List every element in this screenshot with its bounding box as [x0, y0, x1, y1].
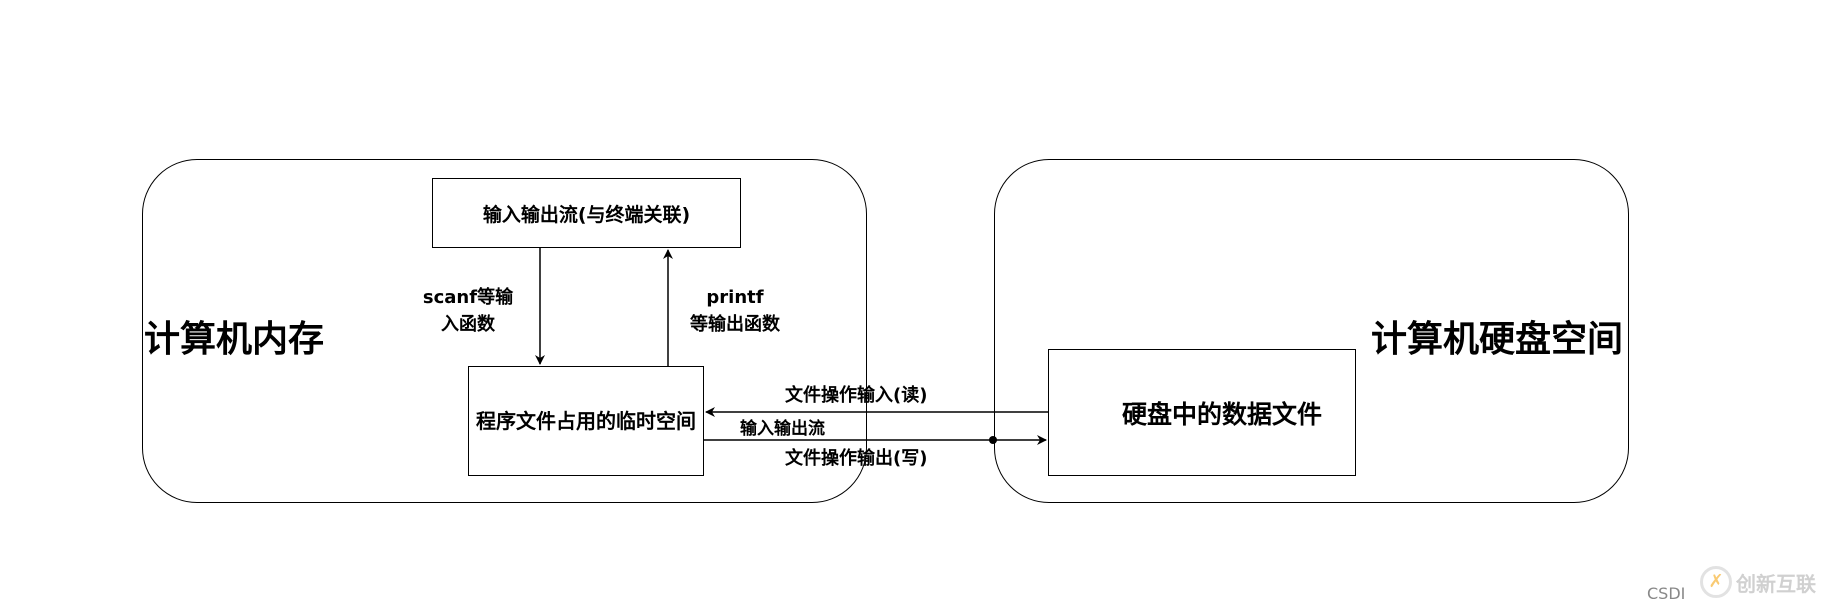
- brand-text: 创新互联: [1736, 571, 1816, 596]
- temp-space-box: 程序文件占用的临时空间: [468, 366, 704, 476]
- write-label: 文件操作输出(写): [785, 448, 928, 469]
- junction-dot: [989, 436, 997, 444]
- memory-container: [142, 159, 867, 503]
- memory-title: 计算机内存: [144, 319, 325, 360]
- disk-title: 计算机硬盘空间: [1371, 319, 1624, 360]
- stream-box: 输入输出流(与终端关联): [432, 178, 741, 248]
- csdn-watermark: CSDI: [1647, 584, 1686, 603]
- brand-watermark: ✗ 创新互联: [1700, 566, 1816, 598]
- printf-label: printf 等输出函数: [690, 287, 780, 335]
- data-file-box: 硬盘中的数据文件: [1048, 349, 1356, 476]
- disk-container: [994, 159, 1629, 503]
- scanf-label: scanf等输 入函数: [422, 287, 514, 335]
- brand-logo-icon: ✗: [1700, 566, 1732, 598]
- stream-label: 输入输出流: [740, 419, 825, 439]
- read-label: 文件操作输入(读): [785, 385, 928, 406]
